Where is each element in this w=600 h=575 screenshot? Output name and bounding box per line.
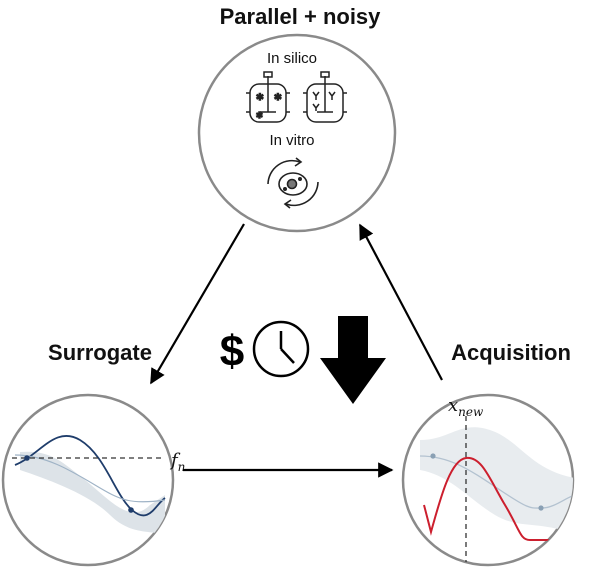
clock-icon <box>252 320 310 378</box>
label-x-new: xnew <box>448 395 484 419</box>
svg-text:✲: ✲ <box>274 93 282 103</box>
cell-cycle-icon <box>267 157 319 209</box>
observation-point <box>430 453 436 459</box>
arrow-to-experiment <box>359 223 443 381</box>
label-f-n: fn <box>169 450 185 474</box>
node-surrogate: fn <box>1 393 185 567</box>
label-in-silico: In silico <box>267 50 317 67</box>
observation-point <box>24 455 30 461</box>
down-arrow-icon <box>320 316 386 404</box>
svg-text:✲: ✲ <box>256 111 263 120</box>
posterior-mean-line <box>14 434 166 517</box>
svg-text:✲: ✲ <box>256 93 264 103</box>
dollar-sign: $ <box>220 327 244 376</box>
prior-line <box>419 455 573 509</box>
title-surrogate: Surrogate <box>48 340 152 365</box>
acquisition-curve <box>423 456 573 541</box>
observation-point <box>538 505 544 511</box>
label-in-vitro: In vitro <box>269 132 314 149</box>
node-parallel-noisy: In silico ✲ ✲ ✲ In vitro <box>197 33 397 233</box>
bioreactor-icon: ✲ ✲ ✲ <box>246 71 290 123</box>
bioreactor-icon <box>303 71 347 123</box>
node-acquisition: xnew <box>401 393 575 567</box>
title-acquisition: Acquisition <box>451 340 571 365</box>
title-parallel-noisy: Parallel + noisy <box>220 4 382 29</box>
observation-point <box>128 507 134 513</box>
posterior-band <box>20 451 165 535</box>
arrow-to-surrogate <box>150 223 245 385</box>
